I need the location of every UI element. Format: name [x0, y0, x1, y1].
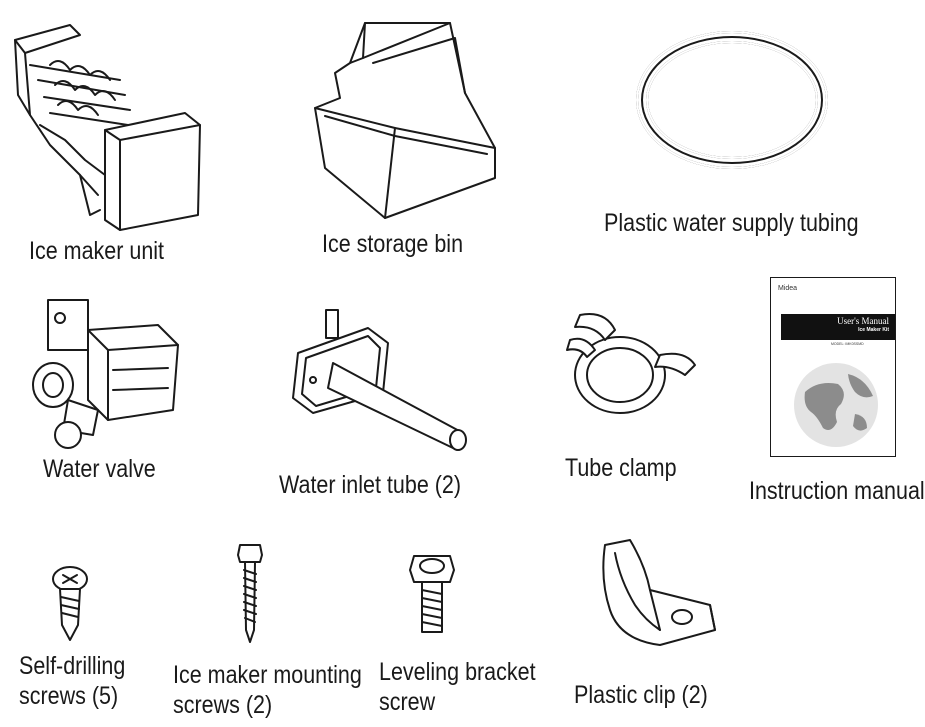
item-label: Tube clamp	[565, 454, 677, 482]
item-label-line2: screw	[379, 688, 436, 716]
item-label: Water valve	[43, 455, 156, 483]
ice-maker-unit-illustration	[14, 24, 201, 231]
tube-clamp-illustration	[566, 313, 696, 414]
water-inlet-tube-illustration	[292, 309, 467, 451]
leveling-screw-illustration	[409, 555, 455, 633]
manual-subtitle: Ice Maker Kit	[858, 327, 889, 333]
plastic-clip-illustration	[602, 539, 716, 646]
item-label-line1: Ice maker mounting	[173, 661, 362, 689]
item-label: Plastic water supply tubing	[604, 209, 859, 237]
item-label: Plastic clip (2)	[574, 681, 708, 709]
manual-cover: Midea User's Manual Ice Maker Kit MODEL:…	[770, 277, 896, 457]
ice-storage-bin-illustration	[314, 22, 496, 219]
item-label-line2: screws (5)	[19, 682, 119, 710]
item-label: Instruction manual	[749, 477, 925, 505]
manual-title: User's Manual	[837, 316, 889, 326]
globe-icon	[794, 363, 878, 447]
manual-title-bar: User's Manual Ice Maker Kit	[781, 314, 895, 340]
water-valve-illustration	[32, 299, 179, 449]
mounting-screw-illustration	[237, 544, 263, 643]
item-label: Ice storage bin	[322, 230, 464, 258]
self-drilling-screw-illustration	[52, 566, 88, 641]
item-label: Water inlet tube (2)	[279, 471, 462, 499]
item-label-line2: screws (2)	[173, 691, 273, 719]
item-label-line1: Self-drilling	[19, 652, 126, 680]
item-label: Ice maker unit	[29, 237, 165, 265]
manual-model: MODEL: IMK0SSMD	[831, 342, 864, 346]
tubing-coil-illustration	[636, 31, 828, 169]
item-label-line1: Leveling bracket	[379, 658, 536, 686]
manual-brand-logo: Midea	[778, 285, 798, 292]
